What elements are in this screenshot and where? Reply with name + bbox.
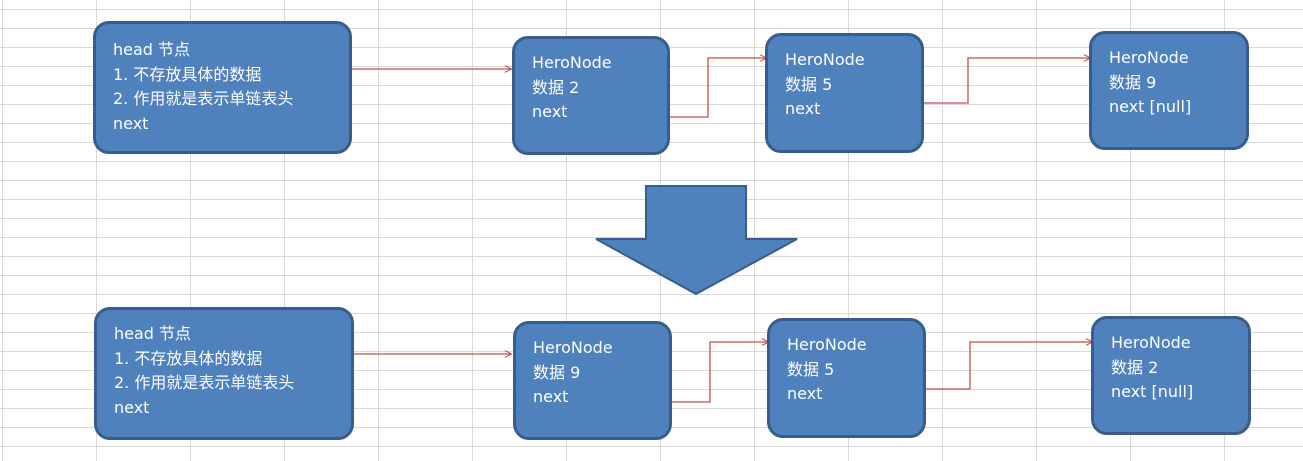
hero-node-name: HeroNode bbox=[785, 50, 865, 69]
hero-node-data: 数据 9 bbox=[533, 362, 581, 382]
arrow-node1-to-node2-after bbox=[648, 342, 768, 403]
hero-node-data: 数据 2 bbox=[1111, 357, 1159, 377]
hero-node-after-1: HeroNode 数据 9 next bbox=[513, 321, 672, 440]
hero-node-name: HeroNode bbox=[532, 53, 612, 72]
hero-node-next: next [null] bbox=[1109, 97, 1192, 116]
hero-node-before-2: HeroNode 数据 5 next bbox=[765, 33, 924, 153]
hero-node-next: next bbox=[785, 99, 821, 118]
head-node-note-2: 2. 作用就是表示单链表头 bbox=[113, 89, 294, 108]
arrow-node1-to-node2-before bbox=[647, 58, 766, 118]
hero-node-data: 数据 5 bbox=[787, 359, 835, 379]
hero-node-after-2: HeroNode 数据 5 next bbox=[767, 318, 926, 438]
hero-node-data: 数据 9 bbox=[1109, 72, 1157, 92]
down-arrow bbox=[595, 185, 798, 296]
hero-node-data: 数据 2 bbox=[532, 77, 580, 97]
head-node-before: head 节点 1. 不存放具体的数据 2. 作用就是表示单链表头 next bbox=[93, 21, 352, 154]
hero-node-before-3: HeroNode 数据 9 next [null] bbox=[1089, 31, 1249, 150]
head-node-next: next bbox=[113, 113, 149, 133]
hero-node-name: HeroNode bbox=[533, 338, 613, 357]
hero-node-next: next [null] bbox=[1111, 382, 1194, 401]
hero-node-next: next bbox=[532, 102, 568, 121]
hero-node-after-3: HeroNode 数据 2 next [null] bbox=[1091, 316, 1251, 435]
hero-node-name: HeroNode bbox=[1109, 48, 1189, 67]
head-node-title: head 节点 bbox=[113, 40, 191, 59]
head-node-note-1: 1. 不存放具体的数据 bbox=[113, 64, 262, 84]
head-node-title: head 节点 bbox=[114, 324, 192, 343]
head-node-note-2: 2. 作用就是表示单链表头 bbox=[114, 373, 295, 392]
hero-node-before-1: HeroNode 数据 2 next bbox=[512, 36, 670, 155]
hero-node-next: next bbox=[533, 387, 569, 406]
head-node-next: next bbox=[114, 397, 150, 417]
hero-node-name: HeroNode bbox=[787, 335, 867, 354]
head-node-note-1: 1. 不存放具体的数据 bbox=[114, 348, 263, 368]
hero-node-next: next bbox=[787, 384, 823, 403]
hero-node-data: 数据 5 bbox=[785, 74, 833, 94]
hero-node-name: HeroNode bbox=[1111, 333, 1191, 352]
head-node-after: head 节点 1. 不存放具体的数据 2. 作用就是表示单链表头 next bbox=[94, 307, 354, 440]
